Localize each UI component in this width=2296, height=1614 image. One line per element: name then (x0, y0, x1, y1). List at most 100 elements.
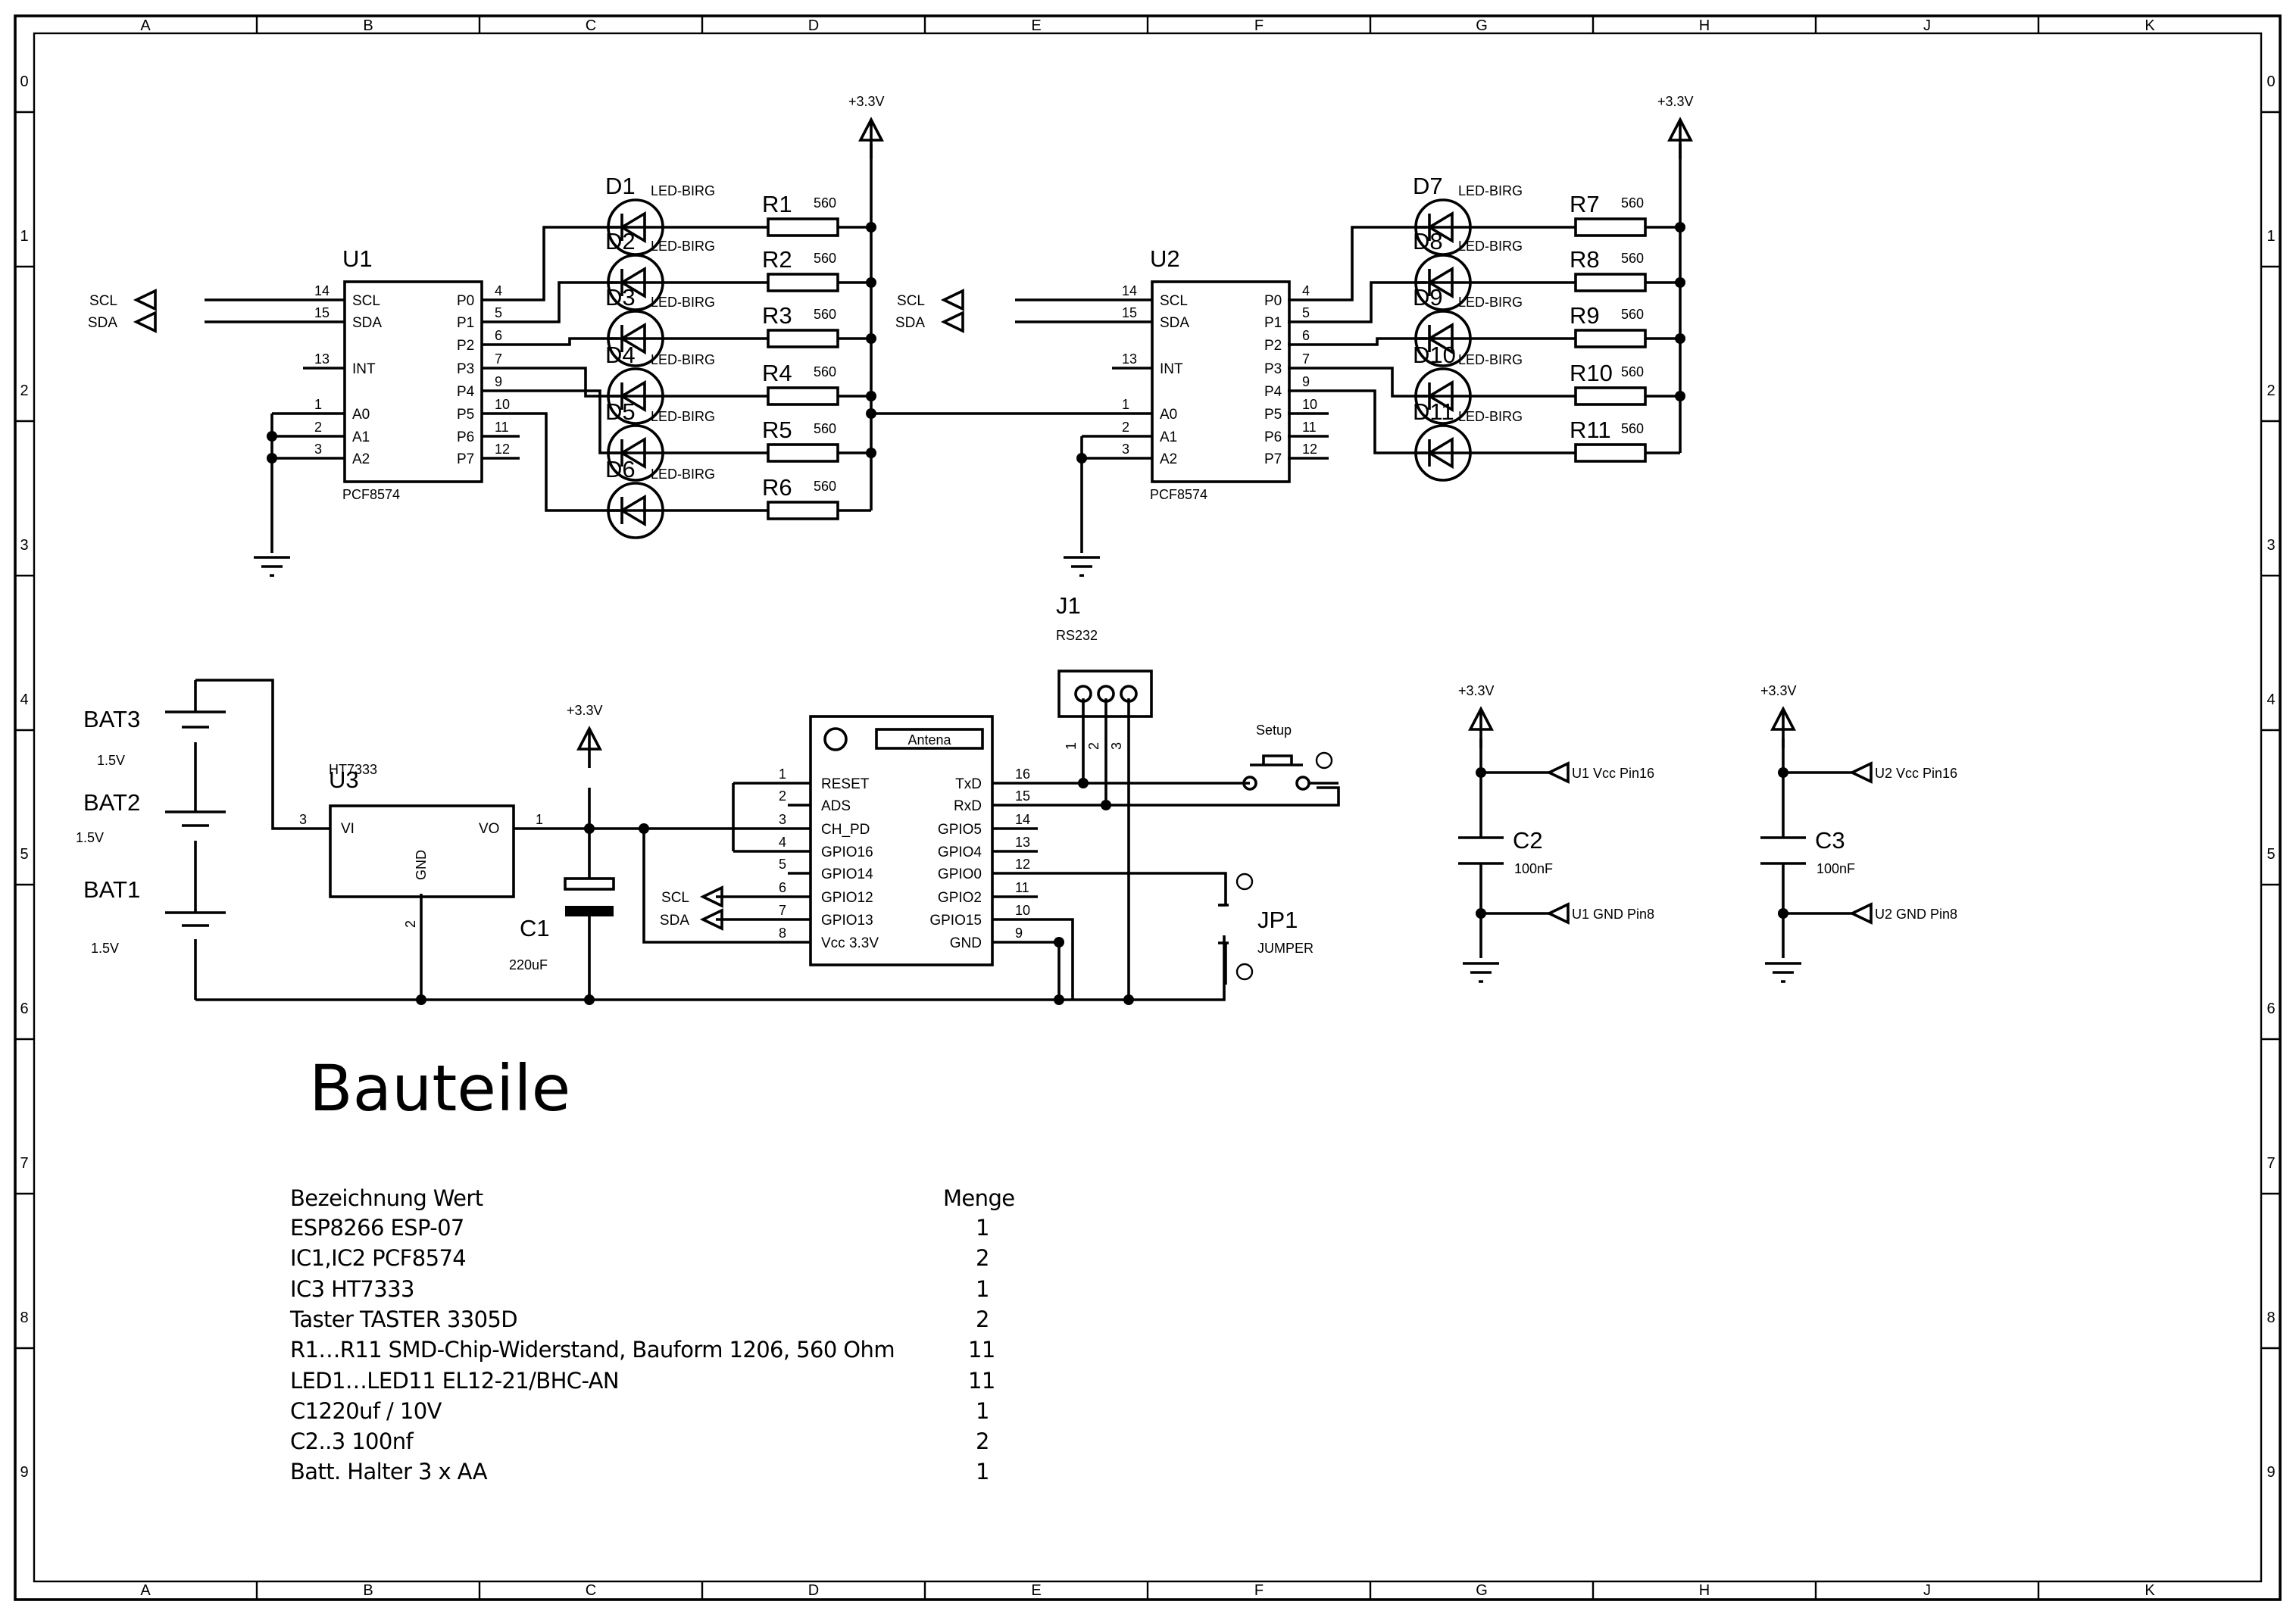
jp1-ref: JP1 (1257, 907, 1298, 933)
left-5-led-ref: D6 (605, 456, 636, 482)
u2-pin-num: 12 (1302, 442, 1317, 457)
bom-qty: 2 (976, 1428, 989, 1455)
esp-pin-name: RxD (954, 798, 982, 814)
left-3-res-value: 560 (814, 364, 836, 379)
right-4-resistor (1574, 443, 1647, 463)
esp-body (809, 715, 994, 966)
grid-row-right: 1 (2266, 228, 2275, 245)
grid-col-bottom: J (1923, 1582, 1931, 1599)
grid-col-bottom: A (140, 1582, 151, 1599)
u2-pin-num: 7 (1302, 351, 1310, 367)
esp-pin-name: GPIO16 (821, 844, 873, 860)
junction-dot (267, 453, 277, 464)
j1-pin-num: 1 (1064, 742, 1079, 750)
u2-pin-name: P3 (1264, 361, 1282, 377)
esp-pin-num: 14 (1015, 812, 1030, 827)
u2-pin-num: 15 (1122, 305, 1137, 320)
grid-row-left: 8 (20, 1310, 28, 1326)
grid-row-left: 1 (20, 228, 28, 245)
right-1-res-ref: R8 (1570, 246, 1600, 273)
u3-pin-in: 3 (299, 812, 307, 827)
grid-col-top: H (1699, 17, 1710, 34)
bom-item: ESP8266 ESP-07 (290, 1215, 464, 1241)
esp-pin-name: ADS (821, 798, 851, 814)
esp-pin-num: 11 (1015, 880, 1029, 895)
u1-pin-name: INT (352, 361, 376, 377)
junction-dot (584, 823, 595, 834)
bom-item: LED1…LED11 EL12-21/BHC-AN (290, 1367, 620, 1394)
grid-row-right: 2 (2266, 382, 2275, 399)
left-2-led-value: LED-BIRG (651, 295, 715, 310)
esp-pin-name: CH_PD (821, 822, 870, 838)
ic-blocks: U1PCF8574SCL14SDA15INT13A01A12A23P04P15P… (88, 245, 1317, 966)
decoupling-vcc-label: U2 Vcc Pin16 (1875, 766, 1957, 781)
grid-row-right: 8 (2266, 1310, 2275, 1326)
u2-pin-name: P0 (1264, 293, 1282, 309)
left-0-led-ref: D1 (605, 173, 636, 199)
bom-title: Bauteile (309, 1051, 571, 1125)
right-0-led-ref: D7 (1413, 173, 1443, 199)
grid-row-left: 4 (20, 691, 28, 708)
grid-col-top: A (140, 17, 151, 34)
bom-qty: 11 (968, 1367, 995, 1394)
right-0-led-value: LED-BIRG (1458, 183, 1523, 198)
esp-pin-num: 4 (779, 835, 786, 850)
u2-pin-name: P7 (1264, 451, 1282, 467)
right-3-led-value: LED-BIRG (1458, 352, 1523, 367)
junction-dot (1675, 222, 1685, 233)
right-0-res-value: 560 (1621, 195, 1644, 211)
esp-pin-name: RESET (821, 776, 870, 792)
bom-item: R1…R11 SMD-Chip-Widerstand, Bauform 1206… (290, 1337, 895, 1363)
ground-c3 (1765, 962, 1801, 983)
u2-pin-name: P6 (1264, 429, 1282, 445)
net-flag-label: SDA (660, 913, 689, 929)
u2-ref: U2 (1150, 245, 1180, 272)
decoupling-value: 100nF (1816, 861, 1855, 876)
junction-dot (866, 408, 876, 419)
junction-dot (866, 391, 876, 401)
u1-pin-name: A0 (352, 407, 370, 423)
grid-col-bottom: E (1031, 1582, 1041, 1599)
junction-dot (866, 448, 876, 458)
junction-dot (1675, 391, 1685, 401)
esp-pin-num: 7 (779, 903, 786, 918)
u1-pin-name: A1 (352, 429, 370, 445)
jp1-value: JUMPER (1257, 941, 1314, 956)
left-4-led-value: LED-BIRG (651, 409, 715, 424)
left-3-led-ref: D4 (605, 342, 636, 368)
left-2-led-ref: D3 (605, 284, 636, 311)
u1-pin-name: A2 (352, 451, 370, 467)
bom-item: IC3 HT7333 (290, 1275, 414, 1302)
left-0-resistor (767, 217, 839, 237)
bom-item: C2..3 100nf (290, 1428, 414, 1455)
u2-pin-num: 2 (1122, 420, 1129, 435)
setup-label: Setup (1256, 723, 1292, 738)
left-1-led-value: LED-BIRG (651, 239, 715, 254)
right-4-led-value: LED-BIRG (1458, 409, 1523, 424)
u2-pin-num: 5 (1302, 305, 1310, 320)
grid-row-left: 2 (20, 382, 28, 399)
junction-dot (1476, 908, 1486, 919)
net-flag-label: SCL (661, 890, 689, 906)
right-3-res-ref: R10 (1570, 360, 1613, 386)
grid-row-right: 5 (2266, 846, 2275, 863)
junction-dot (639, 823, 649, 834)
battery-value: 1.5V (76, 830, 104, 845)
net-flag-label: SCL (897, 293, 925, 309)
left-0-res-ref: R1 (762, 191, 792, 217)
u2-pin-name: P4 (1264, 384, 1282, 400)
u2-pin-num: 1 (1122, 397, 1129, 412)
left-0-res-value: 560 (814, 195, 836, 211)
u3-vi: VI (341, 821, 355, 837)
ground-c2 (1463, 962, 1499, 983)
left-4-res-ref: R5 (762, 417, 792, 443)
power-label: +3.3V (1458, 683, 1495, 698)
esp-pin-num: 12 (1015, 857, 1030, 872)
right-2-res-ref: R9 (1570, 302, 1600, 329)
grid-col-bottom: D (808, 1582, 819, 1599)
u2-pin-name: P2 (1264, 338, 1282, 354)
bom-qty: 1 (976, 1215, 989, 1241)
decoupling-flag (1545, 761, 1570, 925)
